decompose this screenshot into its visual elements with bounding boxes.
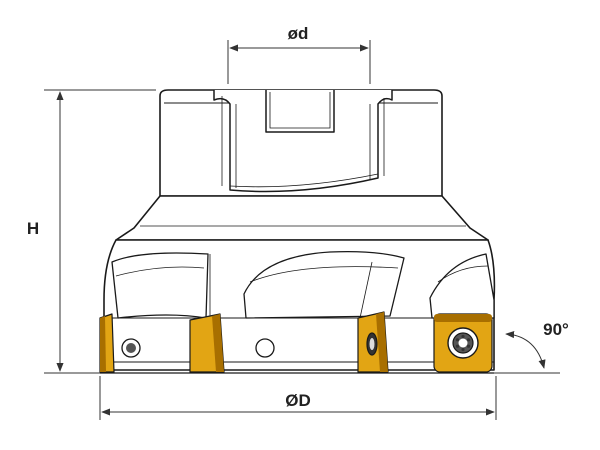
bore-diameter-label: ød	[288, 24, 309, 43]
head-holes	[121, 338, 275, 358]
dimension-cutter-diameter	[99, 376, 497, 420]
lead-angle-label: 90°	[543, 320, 569, 339]
insert-front	[433, 313, 493, 373]
insert-third	[357, 311, 389, 373]
flute-3	[429, 253, 495, 319]
shoulder-outline	[115, 195, 489, 241]
flute-detail-lines	[115, 254, 489, 319]
chip-flutes	[111, 250, 495, 319]
flute-1	[111, 252, 209, 319]
height-label: H	[27, 219, 39, 238]
insert-left	[99, 313, 115, 373]
dimension-bore-diameter	[227, 40, 371, 84]
flute-2	[243, 250, 405, 319]
dimension-height	[44, 89, 156, 374]
cutter-diameter-label: ØD	[285, 391, 311, 410]
coolant-hole-center	[255, 338, 275, 358]
insert-second	[189, 313, 225, 373]
drive-slot-detail-lines	[221, 92, 385, 188]
dimension-lead-angle	[494, 330, 560, 374]
